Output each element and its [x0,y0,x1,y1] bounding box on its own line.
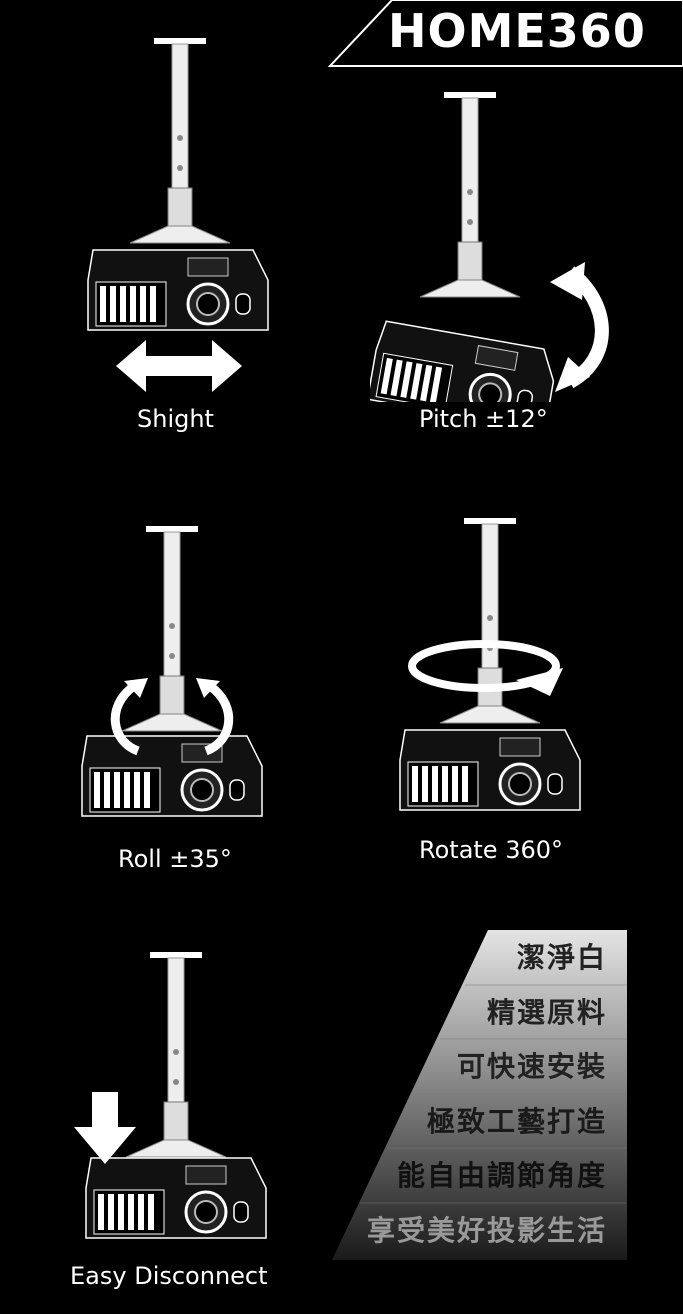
feature-item: 潔淨白 [516,941,607,974]
feature-item: 享受美好投影生活 [366,1214,607,1247]
horizontal-arrow-icon [116,340,242,392]
feature-panel-background [332,930,627,1260]
shift-illustration [86,38,270,392]
brand-banner [327,0,683,67]
brand-logo-text: HOME360 [388,4,646,58]
pitch-illustration [370,92,609,402]
rotate-illustration [398,518,582,812]
pitch-arrow-up-icon [550,262,585,300]
down-arrow-icon [74,1092,136,1164]
disconnect-illustration [74,952,268,1240]
feature-item: 極致工藝打造 [426,1105,607,1138]
roll-illustration [80,526,264,818]
roll-arrow-left-icon [124,678,148,698]
caption-pitch: Pitch ±12° [419,405,548,433]
feature-item: 能自由調節角度 [396,1159,607,1192]
feature-item: 精選原料 [486,996,607,1029]
feature-item: 可快速安裝 [456,1050,607,1083]
caption-rotate: Rotate 360° [419,836,564,864]
caption-disconnect: Easy Disconnect [70,1262,268,1290]
caption-roll: Roll ±35° [118,845,232,873]
feature-separators [360,984,627,1204]
roll-arrow-right-icon [196,678,220,698]
rotate-arrow-icon [516,668,563,696]
pitch-arrow-down-icon [555,357,590,392]
caption-shift: Shight [137,405,214,433]
